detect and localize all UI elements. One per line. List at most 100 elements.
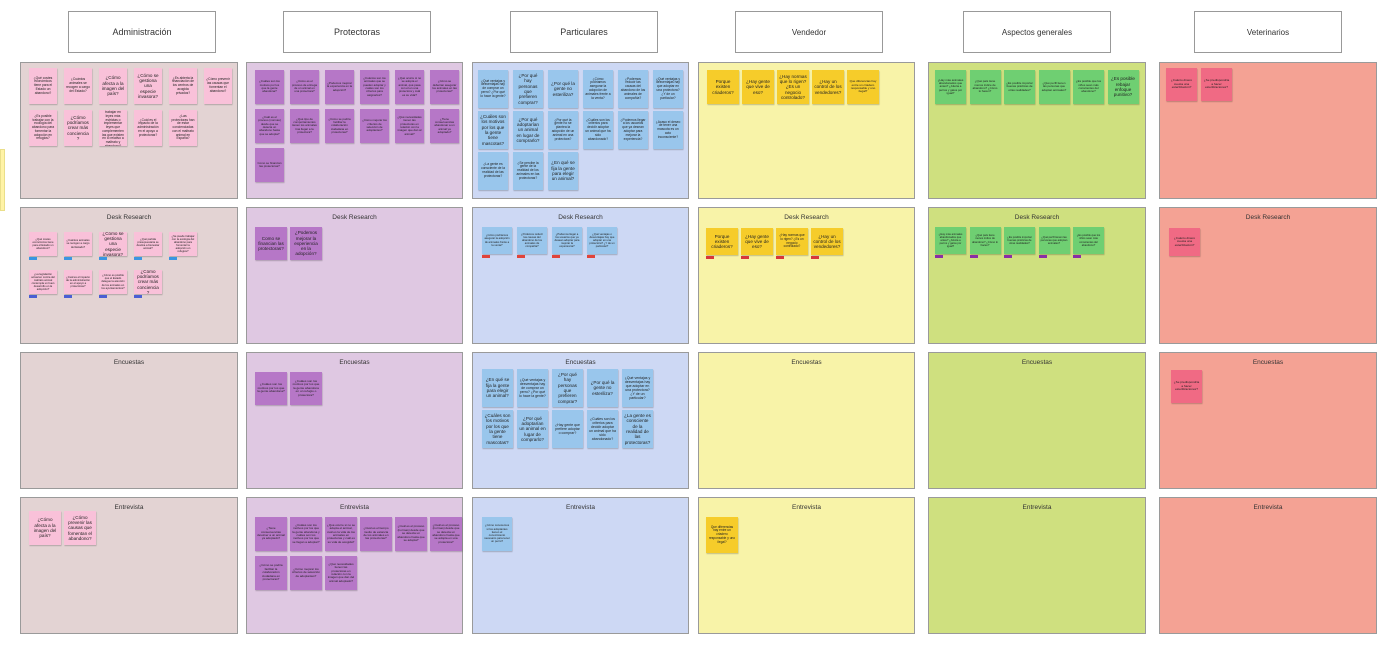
- sticky-note[interactable]: ¿Qué ventajas y desventajas hay de compr…: [517, 369, 548, 407]
- sticky-note[interactable]: ¿Por qué hay personas que prefieren comp…: [552, 369, 583, 407]
- sticky-note[interactable]: ¿Hay normas que lo rigen? ¿Es un negocio…: [777, 70, 809, 104]
- sticky-note[interactable]: ¿Por qué adoptarían un animal en lugar d…: [513, 111, 543, 149]
- sticky-note[interactable]: ¿Hay un control de los vendedores?: [812, 70, 844, 104]
- sticky-note[interactable]: ¿Cuáles son los motivos por los que la g…: [478, 111, 508, 149]
- sticky-note[interactable]: ¿Qué ocurre si no se adopta el animal, c…: [325, 517, 357, 551]
- sticky-note[interactable]: ¿La legislación actual en contra del mal…: [29, 270, 57, 294]
- sticky-note[interactable]: ¿Hay gente que vive de eso?: [741, 228, 773, 255]
- sticky-note[interactable]: Porque existen criaderos?: [707, 70, 739, 104]
- sticky-note[interactable]: ¿Podemos reducir las causas del abandono…: [517, 227, 547, 254]
- sticky-note[interactable]: ¿Qué ocurre si no se adopta el animal, q…: [395, 70, 424, 104]
- sticky-note[interactable]: ¿Hay gente que vive de eso?: [742, 70, 774, 104]
- sticky-note[interactable]: ¿Cuáles son los motivos por los que la g…: [482, 410, 513, 448]
- sticky-note[interactable]: ¿Qué partida presupuestaria se destina a…: [134, 232, 162, 256]
- sticky-note[interactable]: ¿Cómo podríamos crear más conciencia?: [134, 270, 162, 294]
- sticky-note[interactable]: ¿Por qué la gente no esteriliza?: [587, 369, 618, 407]
- sticky-note[interactable]: ¿Podemos mejorar la experiencia en la ad…: [290, 227, 322, 260]
- sticky-note[interactable]: ¿Cuál es el tiempo medio de estancia de …: [360, 517, 392, 551]
- sticky-note[interactable]: ¿Podemos llegar a los usuarios que ya de…: [618, 111, 648, 149]
- sticky-note[interactable]: ¿Qué perfil tienen las personas que adop…: [1038, 70, 1070, 104]
- sticky-note[interactable]: ¿Es posible trabajar con la ecología del…: [29, 110, 57, 146]
- sticky-note[interactable]: ¿Qué perfil tienen las personas que adop…: [1038, 227, 1070, 254]
- sticky-note[interactable]: ¿Cómo afecta a la imagen del país?: [99, 68, 127, 104]
- sticky-note[interactable]: ¿Cómo es posible que el Estado delegue l…: [99, 270, 127, 294]
- sticky-note[interactable]: ¿Hay normas que lo rigen? ¿Es un negocio…: [776, 228, 808, 255]
- sticky-note[interactable]: Como se financian las protectoras?: [255, 148, 284, 182]
- sticky-note[interactable]: ¿Cuántos animales se recogen a cargo del…: [64, 232, 92, 256]
- sticky-note[interactable]: ¿Cómo podríamos crear más conciencia?: [64, 110, 92, 146]
- sticky-note[interactable]: ¿Podemos mejorar la experiencia en la ad…: [325, 70, 354, 104]
- sticky-note[interactable]: ¿Se percibe la gente de la realidad de l…: [513, 152, 543, 190]
- sticky-note[interactable]: ¿Cómo afecta a la imagen del país?: [29, 511, 61, 545]
- sticky-note[interactable]: ¿Cómo prevenir las causas que fomentan e…: [204, 68, 232, 104]
- sticky-note[interactable]: ¿Qué país tiene menos índice de abandono…: [969, 227, 1001, 254]
- sticky-note[interactable]: ¿Cuántos son los animales que se pueden …: [360, 70, 389, 104]
- sticky-note[interactable]: ¿Se predispondría a hacer esterilizacion…: [1201, 68, 1232, 101]
- sticky-note[interactable]: ¿Hay más animales abandonados que antes?…: [935, 227, 966, 254]
- sticky-note[interactable]: ¿Cómo se deberían asegurar los animales …: [430, 70, 459, 104]
- sticky-note[interactable]: ¿Se predispondría a hacer esterilizacion…: [1171, 370, 1202, 403]
- sticky-note[interactable]: ¿Cómo prevenir las causas que fomentan e…: [64, 511, 96, 545]
- sticky-note[interactable]: ¿Hay un control de los vendedores?: [811, 228, 843, 255]
- sticky-note[interactable]: ¿Cuáles son los criterios para decidir a…: [587, 410, 618, 448]
- sticky-note[interactable]: ¿Es abierta la financiación de los centr…: [169, 68, 197, 104]
- sticky-note[interactable]: ¿Qué ventajas y desventajas hay que adop…: [622, 369, 653, 407]
- sticky-note[interactable]: ¿La gente es consciente de la realidad d…: [478, 152, 508, 190]
- sticky-note[interactable]: ¿Cuál es el impacto de la administración…: [64, 270, 92, 294]
- sticky-note[interactable]: ¿En qué se fija la gente para elegir un …: [548, 152, 578, 190]
- sticky-note[interactable]: ¿Podemos llegar a los usuarios que ya de…: [552, 227, 582, 254]
- sticky-note[interactable]: ¿La gente es consciente de la realidad d…: [622, 410, 653, 448]
- sticky-note[interactable]: ¿Es posible que los niños sean más consc…: [1073, 70, 1104, 104]
- sticky-note[interactable]: ¿Cuál es el impacto de la administración…: [134, 110, 162, 146]
- sticky-note[interactable]: ¿Es posible que los niños sean más consc…: [1073, 227, 1104, 254]
- sticky-note[interactable]: ¿Cómo podríamos asegurar la adopción de …: [482, 227, 512, 254]
- sticky-note[interactable]: ¿Por qué adoptarían un animal en lugar d…: [517, 410, 548, 448]
- sticky-note[interactable]: ¿Cuáles son los motivos por los que la g…: [255, 372, 287, 405]
- sticky-note[interactable]: ¿Las protectoras han de estar conciencia…: [169, 110, 197, 146]
- sticky-note[interactable]: ¿Qué ventajas o desventajas hay que adop…: [587, 227, 617, 254]
- sticky-note[interactable]: ¿Cuánto dinero cuesta una esterilización…: [1166, 68, 1197, 101]
- sticky-note[interactable]: ¿Tiene consecuencias devolver a un anima…: [255, 517, 287, 551]
- sticky-note[interactable]: ¿Cuáles son los criterios para decidir a…: [583, 111, 613, 149]
- sticky-note[interactable]: ¿Qué ventajas y desventajas hay que adop…: [653, 70, 683, 108]
- sticky-note[interactable]: Que diferencias hay entre un criadero re…: [706, 517, 738, 553]
- sticky-note[interactable]: ¿Acaso el deseo de tener una mascota es …: [653, 111, 683, 149]
- sticky-note[interactable]: Como se financian las protectoras?: [255, 227, 287, 260]
- sticky-note[interactable]: Que diferencias hay entre un criadero re…: [847, 70, 879, 104]
- sticky-note[interactable]: ¿Cuál es el proceso (normas) desde que s…: [395, 517, 427, 551]
- sticky-note[interactable]: ¿Cómo podríamos asegurar la adopción de …: [583, 70, 613, 108]
- sticky-note[interactable]: ¿Qué necesidades tienen las protectoras …: [395, 109, 424, 143]
- sticky-note[interactable]: ¿Tiene consecuencias abandonar a un anim…: [430, 109, 459, 143]
- sticky-note[interactable]: Porque existen criaderos?: [706, 228, 738, 255]
- sticky-note[interactable]: ¿Cuáles son los motivos por los que la g…: [290, 517, 322, 551]
- sticky-note[interactable]: ¿Por qué la gente no se plantea la adopc…: [548, 111, 578, 149]
- sticky-note[interactable]: ¿Qué necesidades tienen las protectoras …: [325, 556, 357, 590]
- sticky-note[interactable]: ¿Cómo mejorar los criterios de selección…: [290, 556, 322, 590]
- sticky-note[interactable]: ¿Cómo se podría facilitar la colaboració…: [325, 109, 354, 143]
- sticky-note[interactable]: ¿Es posible importar buenas prácticas de…: [1004, 227, 1035, 254]
- sticky-note[interactable]: ¿Cuál es el proceso (normas) desde que s…: [430, 517, 462, 551]
- sticky-note[interactable]: ¿Se puede trabajar con la ecología del a…: [169, 232, 197, 256]
- sticky-note[interactable]: ¿Cómo es el proceso de entrega de un ani…: [290, 70, 319, 104]
- sticky-note[interactable]: ¿En qué se fija la gente para elegir un …: [482, 369, 513, 407]
- sticky-note[interactable]: ¿Cuál es el proceso (normas) desde que s…: [255, 109, 284, 143]
- sticky-note[interactable]: ¿Hay más animales abandonados que antes?…: [935, 70, 966, 104]
- sticky-note[interactable]: ¿Es posible rebajar enfoque punitivo?: [1107, 70, 1139, 104]
- sticky-note[interactable]: ¿Hay gente que prefiere adoptar o compra…: [552, 410, 583, 448]
- sticky-note[interactable]: ¿Cómo se gestiona una especie invasora?: [134, 68, 162, 104]
- sticky-note[interactable]: ¿Por qué la gente no esteriliza?: [548, 70, 578, 108]
- sticky-note[interactable]: ¿Cómo se gestiona una especie invasora?: [99, 232, 127, 256]
- sticky-note[interactable]: ¿Cuántos animales se recogen a cargo del…: [64, 68, 92, 104]
- sticky-note[interactable]: ¿Podemos reducir las causas del abandono…: [618, 70, 648, 108]
- sticky-note[interactable]: ¿Cuánto dinero cuesta una esterilización…: [1169, 228, 1200, 256]
- sticky-note[interactable]: ¿Cuáles son los motivos por los que la g…: [255, 70, 284, 104]
- sticky-note[interactable]: ¿Qué costes económicos tiene para el Est…: [29, 68, 57, 104]
- sticky-note[interactable]: ¿Es posible importar buenas prácticas de…: [1004, 70, 1035, 104]
- sticky-note[interactable]: ¿Podríamos trabajar en leyes más estrict…: [99, 110, 127, 146]
- sticky-note[interactable]: ¿Qué ventajas y desventajas hay de compr…: [478, 70, 508, 108]
- sticky-note[interactable]: ¿Cómo conocemos si los adoptantes tienen…: [482, 517, 512, 551]
- sticky-note[interactable]: ¿Cómo mejorar los criterios de selección…: [360, 109, 389, 143]
- sticky-note[interactable]: ¿Por qué hay personas que prefieren comp…: [513, 70, 543, 108]
- sticky-note[interactable]: ¿Cómo se podría facilitar la colaboració…: [255, 556, 287, 590]
- sticky-note[interactable]: ¿Qué tipo de comportamientos tienen los …: [290, 109, 319, 143]
